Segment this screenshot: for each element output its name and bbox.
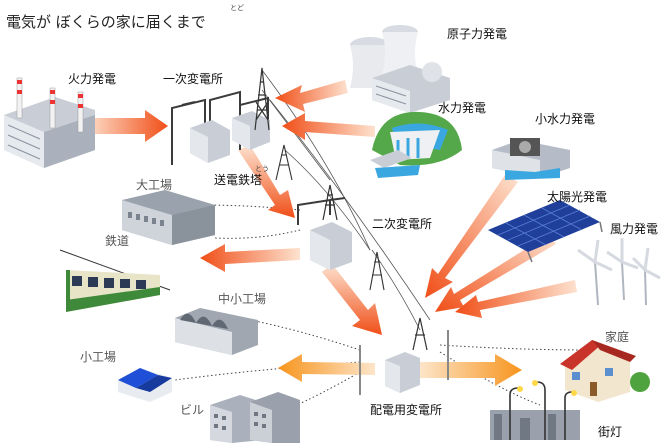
arrow-solar-to-distribution [435, 235, 556, 312]
arrow-nuclear-to-primary [275, 80, 348, 112]
label-mid-factory: 中小工場 [218, 292, 267, 306]
arrow-secondary-to-distribution [322, 264, 382, 335]
secondary-substation-icon [275, 144, 385, 291]
tower-icon [275, 144, 293, 181]
small-factory-icon [118, 368, 172, 402]
label-distribution-substation: 配電用変電所 [370, 403, 443, 417]
primary-substation-icon [171, 67, 270, 165]
label-thermal: 火力発電 [68, 72, 117, 86]
label-streetlight: 街灯 [598, 425, 623, 439]
arrow-secondary-to-railway [200, 244, 300, 272]
label-solar: 太陽光発電 [547, 190, 608, 204]
train-icon [59, 249, 171, 312]
arrow-smallhydro-to-distribution [425, 175, 518, 298]
small-hydro-plant-icon [492, 138, 570, 180]
label-primary-substation: 一次変電所 [163, 72, 224, 86]
label-nuclear: 原子力発電 [447, 27, 508, 41]
label-home: 家庭 [605, 330, 630, 344]
distribution-substation-icon [359, 317, 449, 395]
large-factory-icon [122, 190, 215, 245]
arrow-primary-to-secondary [238, 145, 295, 218]
streetlight-icon [490, 380, 580, 440]
label-transmission-tower: 送電鉄塔 [214, 173, 263, 187]
thermal-plant-icon [4, 77, 95, 168]
label-large-factory: 大工場 [136, 178, 173, 192]
hydro-plant-icon [370, 111, 462, 178]
solar-panel-icon [488, 200, 603, 263]
building-icon [210, 392, 300, 443]
arrow-distribution-to-home [420, 354, 522, 386]
label-railway: 鉄道 [105, 234, 130, 248]
label-wind: 風力発電 [610, 222, 659, 236]
house-icon [560, 340, 650, 402]
label-small-hydro: 小水力発電 [535, 112, 596, 126]
page-title: 電気が ぼくらの家に届くまで [6, 13, 206, 31]
mid-factory-icon [175, 308, 258, 355]
label-secondary-substation: 二次変電所 [372, 217, 433, 231]
nuclear-plant-icon [350, 25, 450, 113]
label-building: ビル [180, 403, 205, 417]
title-ruby: とど [230, 4, 244, 12]
tower-small-icon [369, 251, 385, 291]
wind-turbine-icon [577, 238, 661, 306]
arrow-hydro-to-primary [282, 113, 375, 140]
label-hydro: 水力発電 [438, 101, 487, 115]
arrow-thermal-to-primary [85, 110, 168, 142]
tower-ruby: とう [255, 165, 269, 173]
arrow-wind-to-distribution [455, 280, 577, 318]
label-small-factory: 小工場 [80, 350, 117, 364]
arrow-distribution-to-factories [278, 354, 375, 382]
